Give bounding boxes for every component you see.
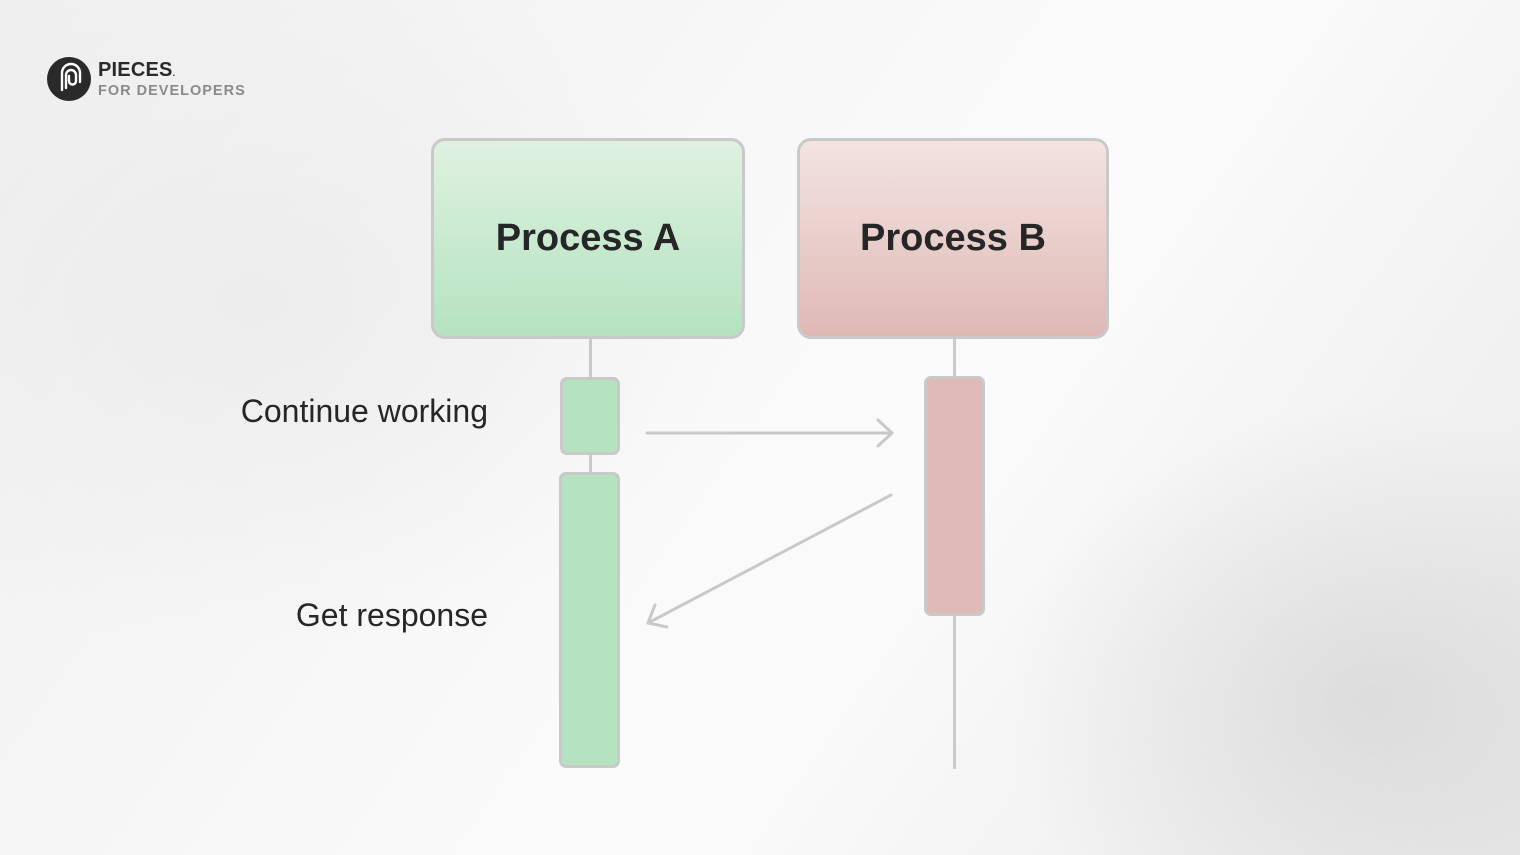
message-arrow-a-to-b [645,418,894,448]
brand-tagline: FOR DEVELOPERS [98,82,246,99]
participant-process-a: Process A [431,138,745,339]
lifeline-process-a-middle [589,454,592,473]
participant-label: Process A [495,217,681,259]
step-label-continue-working: Continue working [240,393,488,429]
message-arrow-b-to-a [646,493,893,629]
step-label-get-response: Get response [295,597,488,633]
pieces-logo-icon [47,57,91,101]
participant-label: Process B [860,217,1046,259]
lifeline-process-b-bottom [953,615,956,769]
lifeline-process-b-top [953,339,956,377]
activation-process-a-long [559,472,620,768]
lifeline-process-a-top [589,339,592,377]
activation-process-b [924,376,985,616]
participant-process-b: Process B [797,138,1109,339]
activation-process-a-short [560,377,620,455]
brand-name-mark: . [172,67,176,78]
brand-logo: PIECES. FOR DEVELOPERS [47,57,246,101]
brand-name: PIECES. [98,58,176,81]
